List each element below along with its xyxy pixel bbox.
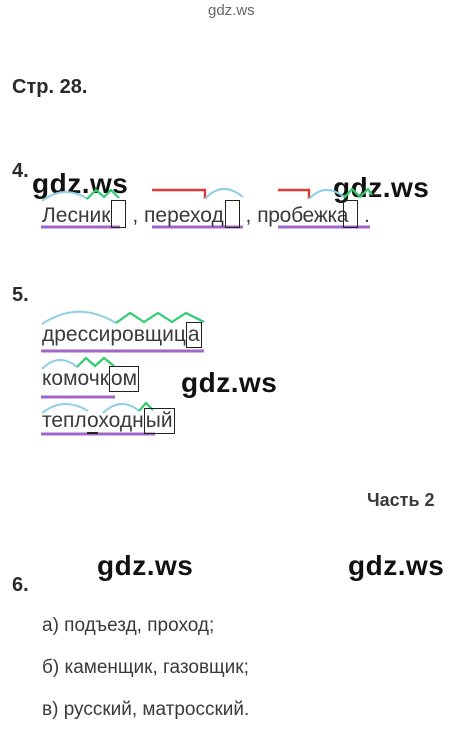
root: ходн <box>98 409 144 432</box>
stem: дрессировщиц <box>42 323 186 346</box>
ending-box <box>343 200 359 228</box>
watermark: gdz.ws <box>181 367 278 398</box>
task-number: 5. <box>12 284 29 306</box>
root: тепл <box>42 409 87 432</box>
answer-line: а) подъезд, проход; <box>42 615 215 636</box>
answer-line: б) каменщик, газовщик; <box>42 657 249 678</box>
prefix-mark <box>278 188 311 199</box>
stem: комочк <box>42 367 109 390</box>
page-title: Стр. 28. <box>12 76 88 98</box>
task5-word: дрессировщица <box>42 322 202 349</box>
task5-word: комочком <box>42 366 140 393</box>
root-arc <box>204 188 244 200</box>
watermark: gdz.ws <box>97 550 194 581</box>
word: переход <box>144 204 224 227</box>
answer-line: в) русский, матросский. <box>42 699 250 720</box>
ending-box: а <box>185 322 202 349</box>
part-label: Часть 2 <box>367 490 435 510</box>
connecting-vowel: о <box>86 409 99 434</box>
watermark-top: gdz.ws <box>208 2 255 19</box>
separator: , <box>245 204 252 227</box>
task5-word: теплоходный <box>42 408 175 435</box>
prefix-mark <box>152 188 207 199</box>
separator: , <box>132 204 139 227</box>
word: пробежка <box>257 204 349 227</box>
ending-box: ый <box>143 408 175 435</box>
ending-box: ом <box>108 366 140 393</box>
watermark: gdz.ws <box>32 168 129 199</box>
task4-line: Лесник , переход , пробежка . <box>42 200 370 228</box>
watermark: gdz.ws <box>348 550 445 581</box>
ending-box <box>111 200 127 228</box>
task-number: 4. <box>12 160 29 182</box>
ending-box <box>224 200 240 228</box>
word: Лесник <box>42 204 111 227</box>
separator: . <box>364 204 370 227</box>
task-number: 6. <box>12 574 29 596</box>
